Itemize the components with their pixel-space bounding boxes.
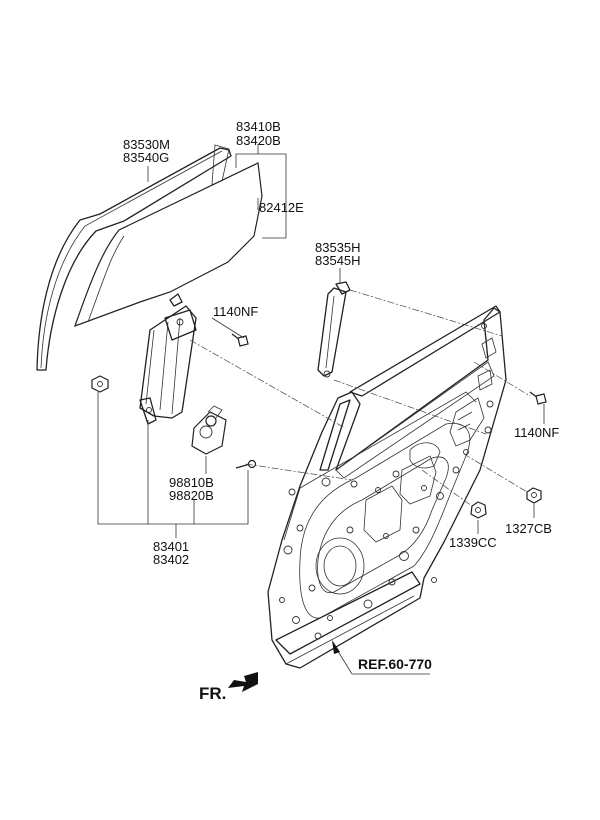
label-1140nf-right: 1140NF <box>514 425 559 440</box>
label-83540g: 83540G <box>123 150 169 165</box>
label-82412e: 82412E <box>259 200 304 215</box>
rear-window-channel <box>317 281 351 378</box>
assembly-lines <box>189 289 531 507</box>
label-83420b: 83420B <box>236 133 281 148</box>
label-1140nf-upper: 1140NF <box>213 304 258 319</box>
motor-bolt-icon <box>235 459 257 469</box>
leader-lines <box>97 144 545 675</box>
label-83401: 83401 <box>153 539 189 554</box>
door-inner-panel <box>267 305 507 669</box>
label-1327cb: 1327CB <box>505 521 552 536</box>
regulator-motor <box>191 405 227 455</box>
nut-1339cc-icon <box>470 501 487 519</box>
label-1339cc: 1339CC <box>449 535 497 550</box>
front-direction-arrow <box>228 672 258 692</box>
label-83530m: 83530M <box>123 137 170 152</box>
part-labels: 83530M 83540G 83410B 83420B 82412E 83535… <box>123 119 559 703</box>
bolt-upper-icon <box>231 333 249 347</box>
label-98810b: 98810B <box>169 475 214 490</box>
label-98820b: 98820B <box>169 488 214 503</box>
label-83535h: 83535H <box>315 240 361 255</box>
nut-1327cb-icon <box>526 487 542 504</box>
label-83410b: 83410B <box>236 119 281 134</box>
label-fr: FR. <box>199 684 226 703</box>
label-83402: 83402 <box>153 552 189 567</box>
window-regulator <box>139 293 197 425</box>
bolt-right-icon <box>529 391 547 405</box>
door-glass <box>74 162 263 328</box>
nut-regulator-icon <box>91 375 109 393</box>
label-83545h: 83545H <box>315 253 361 268</box>
label-ref-60-770: REF.60-770 <box>358 656 432 672</box>
